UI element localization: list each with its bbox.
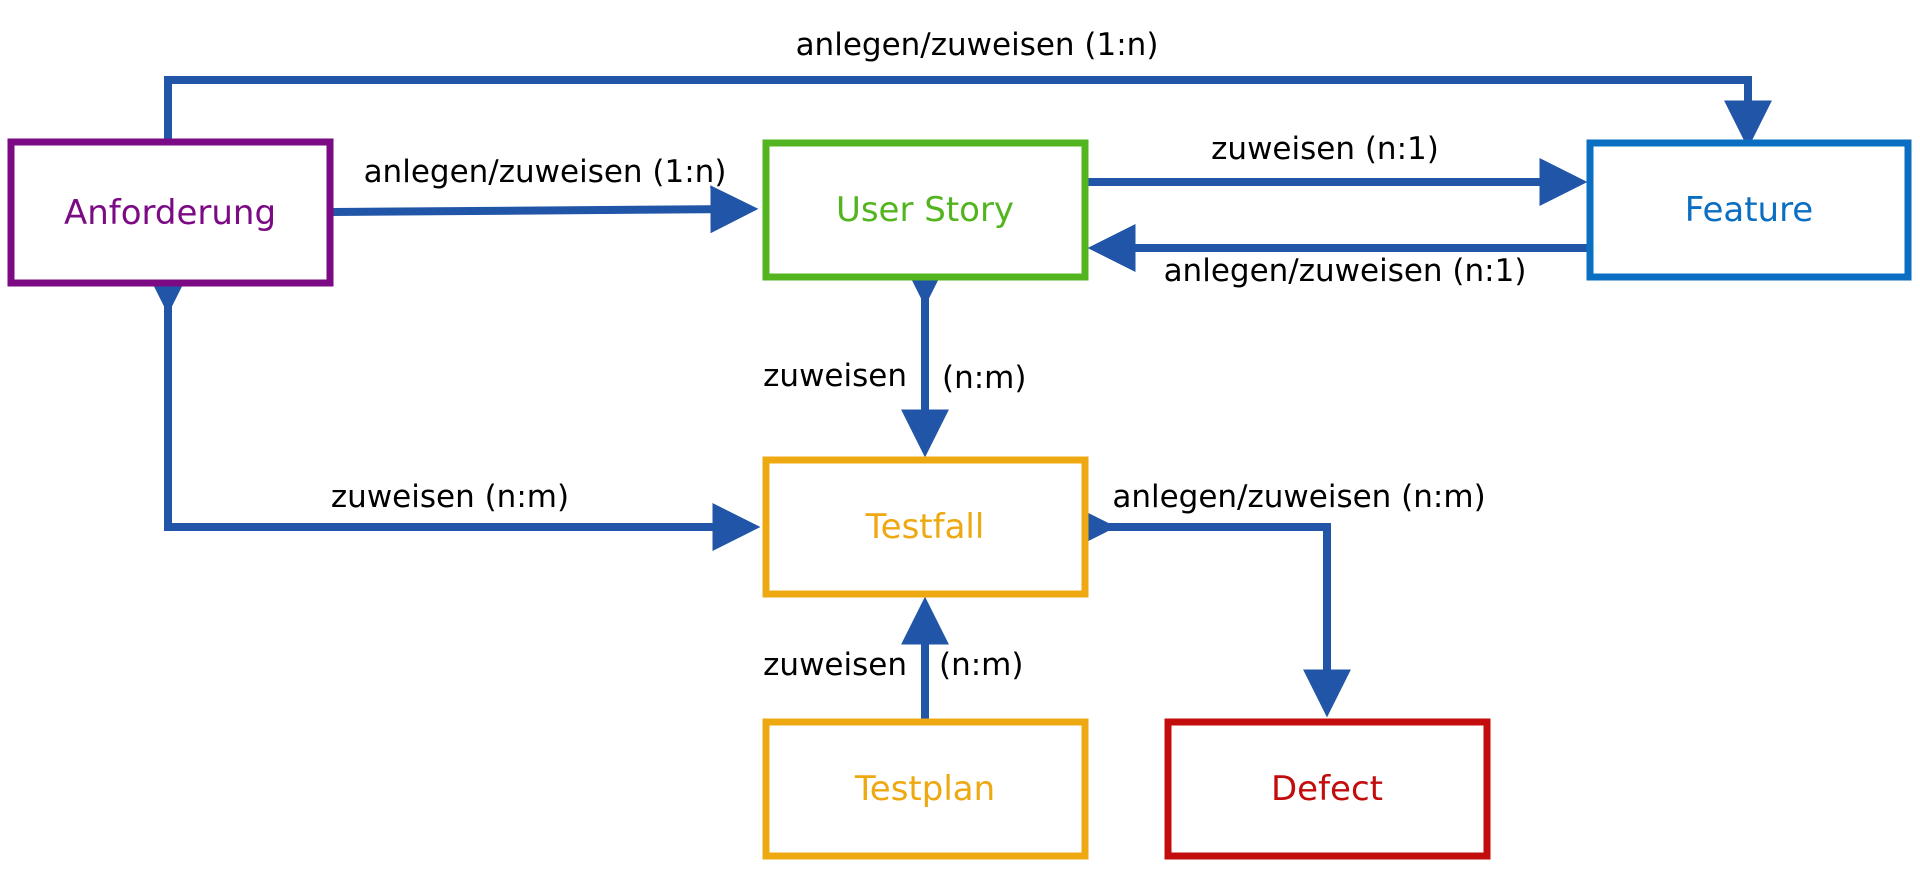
label-user-story-testfall-cardinality: (n:m) [942,360,1026,396]
node-testfall: Testfall [762,456,1089,598]
node-defect-label: Defect [1271,769,1383,809]
node-testplan-label: Testplan [854,769,995,809]
node-feature: Feature [1586,139,1912,281]
arrow-anforderung-to-user-story [330,185,759,234]
node-anforderung-label: Anforderung [64,193,276,233]
arrow-anforderung-testfall [144,266,761,551]
node-testplan: Testplan [762,718,1089,860]
node-anforderung: Anforderung [7,138,334,287]
label-testfall-defect: anlegen/zuweisen (n:m) [1112,479,1485,515]
arrow-anforderung-to-feature [164,76,1772,149]
node-feature-box [1586,139,1912,281]
node-anforderung-box [7,138,334,287]
arrow-testfall-defect [1068,503,1351,718]
connectors [144,76,1772,722]
node-user-story-label: User Story [836,190,1014,230]
label-testplan-testfall-cardinality: (n:m) [939,647,1023,683]
label-anforderung-feature: anlegen/zuweisen (1:n) [796,27,1159,63]
node-user-story: User Story [762,139,1089,281]
node-user-story-box [762,139,1089,281]
node-defect: Defect [1164,718,1491,860]
label-anforderung-testfall: zuweisen (n:m) [331,479,569,515]
label-feature-user-story: anlegen/zuweisen (n:1) [1164,253,1527,289]
node-testfall-box [762,456,1089,598]
node-feature-label: Feature [1685,190,1813,230]
label-anforderung-user-story: anlegen/zuweisen (1:n) [364,154,727,190]
node-testplan-box [762,718,1089,860]
node-testfall-label: Testfall [865,507,985,547]
node-defect-box [1164,718,1491,860]
label-user-story-feature: zuweisen (n:1) [1211,131,1439,167]
label-testplan-testfall-verb: zuweisen [763,647,907,683]
edge-labels: anlegen/zuweisen (1:n) anlegen/zuweisen … [331,27,1527,683]
label-user-story-testfall-verb: zuweisen [763,358,907,394]
